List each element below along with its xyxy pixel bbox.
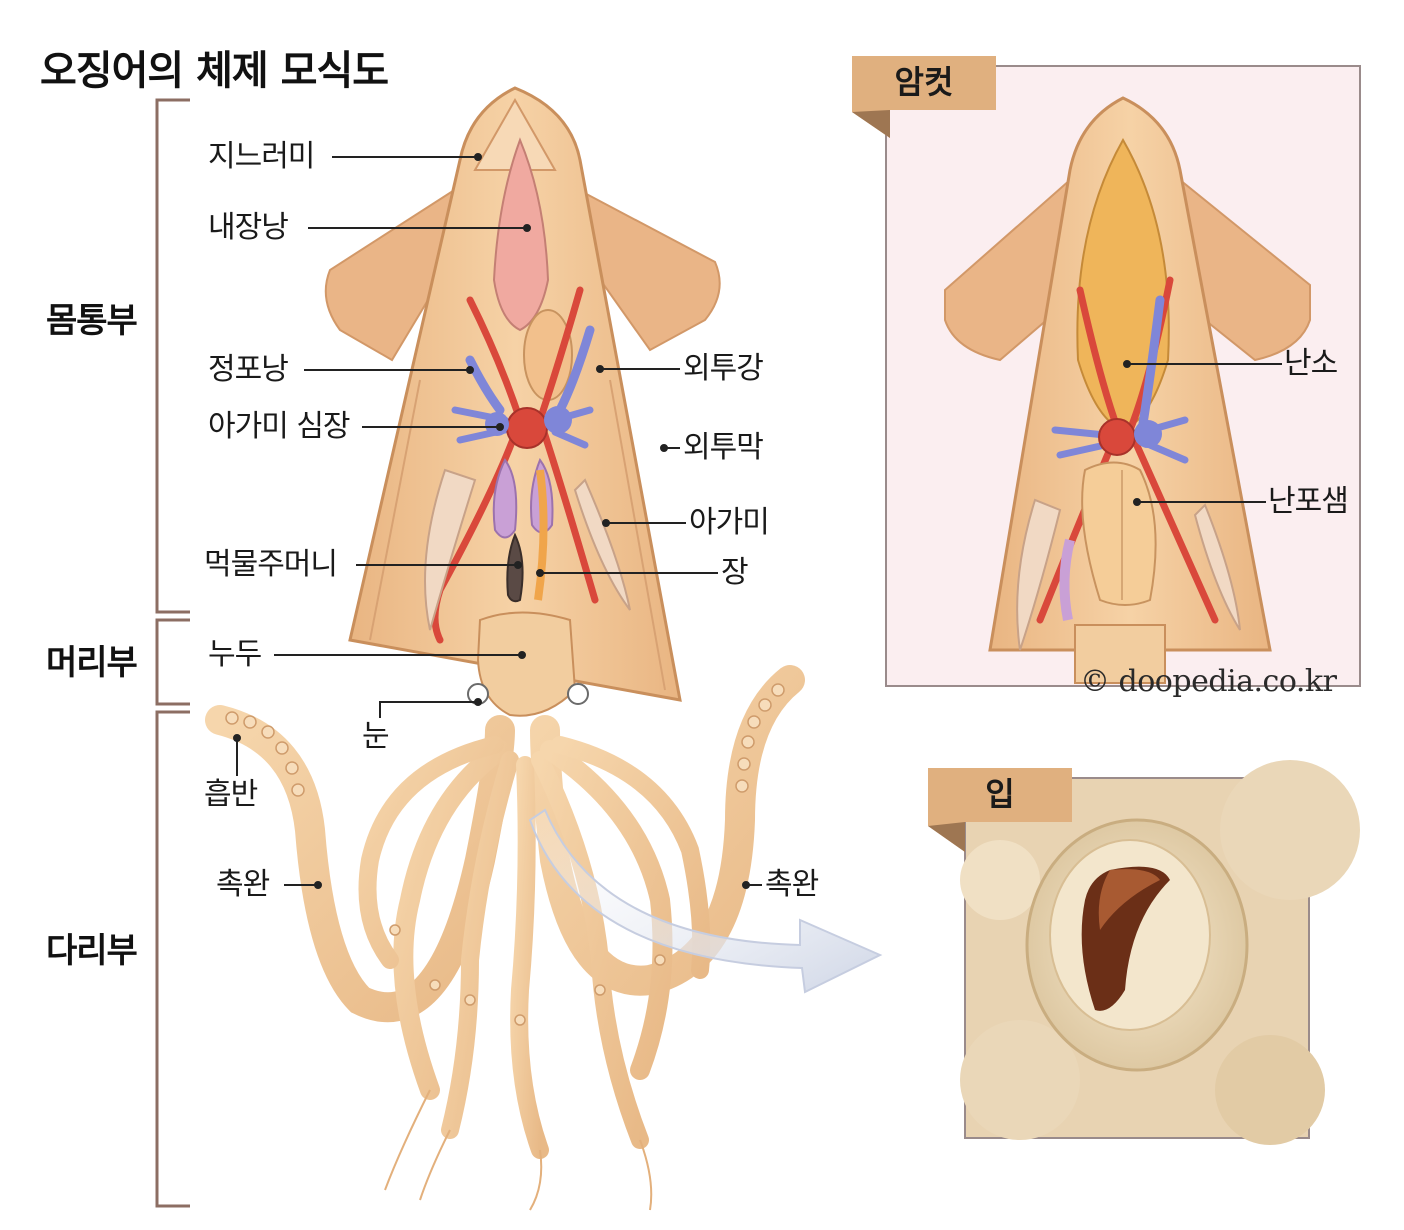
label-spermatophore-sac: 정포낭: [208, 352, 289, 387]
label-sucker: 흡반: [204, 777, 258, 812]
label-mantle: 외투막: [683, 430, 764, 465]
female-panel: [852, 56, 1361, 687]
label-fin: 지느러미: [208, 139, 315, 174]
label-tentacle-left: 촉완: [216, 867, 270, 902]
label-nidamental-gland: 난포샘: [1268, 484, 1349, 519]
squid-illustration: [205, 86, 883, 1211]
section-brackets: [155, 98, 190, 1208]
label-funnel: 누두: [208, 637, 262, 672]
mouth-panel: [928, 760, 1360, 1145]
diagram-title: 오징어의 체제 모식도: [40, 48, 389, 94]
label-ovary: 난소: [1284, 346, 1338, 381]
label-mantle-cavity: 외투강: [683, 351, 764, 386]
label-visceral-sac: 내장낭: [208, 210, 289, 245]
section-body: 몸통부: [46, 301, 138, 341]
label-eye: 눈: [362, 719, 390, 754]
section-head: 머리부: [46, 643, 138, 683]
mouth-panel-tag: 입: [985, 775, 1015, 813]
leader-lines: [233, 153, 762, 889]
label-tentacle-right: 촉완: [765, 867, 819, 902]
label-gill: 아가미: [689, 505, 770, 540]
section-legs: 다리부: [46, 931, 138, 971]
label-intestine: 장: [721, 555, 749, 590]
label-gill-heart: 아가미 심장: [208, 409, 351, 444]
credit-watermark: © doopedia.co.kr: [1080, 664, 1337, 699]
female-panel-tag: 암컷: [894, 63, 954, 101]
label-ink-sac: 먹물주머니: [204, 547, 338, 582]
